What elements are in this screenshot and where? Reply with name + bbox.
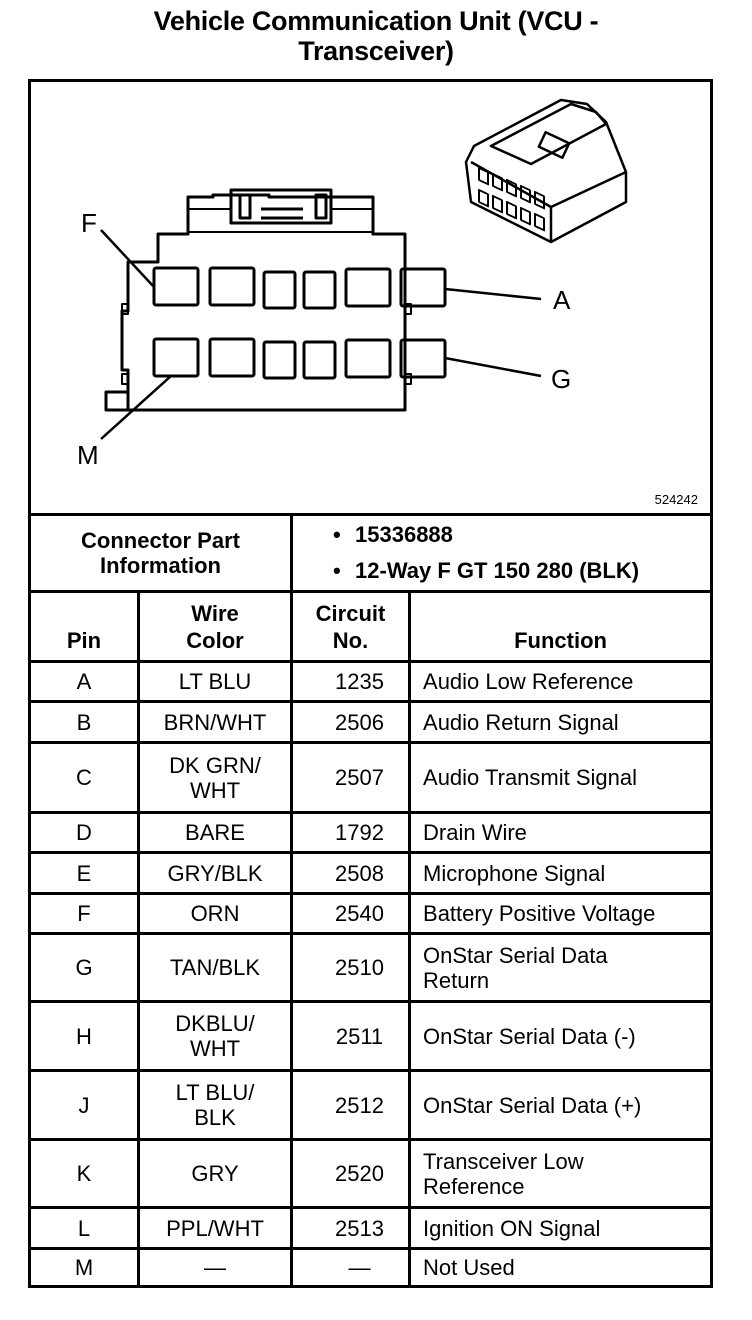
circuit-cell: 2506 [290, 700, 412, 744]
pin-cell: D [28, 811, 140, 854]
function-cell: Not Used [408, 1247, 714, 1288]
header-circuit: Circuit No. [290, 590, 412, 663]
pin-cell: E [28, 851, 140, 895]
function-cell: OnStar Serial Data (-) [408, 1000, 714, 1072]
connector-type: •12-Way F GT 150 280 (BLK) [333, 558, 640, 583]
label-g: G [551, 364, 571, 394]
circuit-cell: 2512 [290, 1069, 412, 1141]
circuit-cell: 1792 [290, 811, 412, 854]
connector-info-row: Connector Part Information •15336888 •12… [27, 513, 714, 593]
pin-cell: K [28, 1138, 140, 1209]
wire-color-cell: BRN/WHT [136, 700, 294, 744]
pin-cell: G [28, 932, 140, 1003]
pin-cell: A [28, 660, 140, 703]
circuit-cell: 2540 [290, 892, 412, 935]
wire-color-cell: ORN [136, 892, 294, 935]
function-cell: Battery Positive Voltage [408, 892, 714, 935]
part-number: •15336888 [333, 522, 453, 547]
pin-cell: M [28, 1247, 140, 1288]
label-f: F [81, 208, 97, 238]
circuit-cell: 2507 [290, 741, 412, 814]
pin-cell: B [28, 700, 140, 744]
function-cell: OnStar Serial Data (+) [408, 1069, 714, 1141]
wire-color-cell: LT BLU [136, 660, 294, 703]
header-function: Function [408, 590, 714, 663]
wire-color-cell: DK GRN/WHT [136, 741, 294, 814]
header-wire-color: Wire Color [136, 590, 294, 663]
label-m: M [77, 440, 99, 470]
header-pin: Pin [28, 590, 140, 663]
pin-cell: F [28, 892, 140, 935]
table-header-row: Pin Wire Color Circuit No. Function [28, 590, 714, 663]
function-cell: Ignition ON Signal [408, 1206, 714, 1250]
circuit-cell: 2511 [290, 1000, 412, 1072]
wire-color-cell: LT BLU/BLK [136, 1069, 294, 1141]
wire-color-cell: — [136, 1247, 294, 1288]
connector-info-values: •15336888 •12-Way F GT 150 280 (BLK) [290, 513, 714, 593]
wire-color-cell: BARE [136, 811, 294, 854]
title-line-2: Transceiver) [298, 36, 454, 66]
circuit-cell: 1235 [290, 660, 412, 703]
wire-color-cell: DKBLU/WHT [136, 1000, 294, 1072]
circuit-cell: 2510 [290, 932, 412, 1003]
page-title: Vehicle Communication Unit (VCU - Transc… [0, 6, 752, 66]
pin-cell: C [28, 741, 140, 814]
table-row: M——Not Used [28, 1247, 714, 1288]
figure-id: 524242 [654, 492, 698, 507]
circuit-cell: — [290, 1247, 412, 1288]
function-cell: Audio Return Signal [408, 700, 714, 744]
pin-cell: H [28, 1000, 140, 1072]
pinout-table: Connector Part Information •15336888 •12… [27, 513, 714, 1288]
label-a: A [553, 285, 571, 315]
wire-color-cell: GRY [136, 1138, 294, 1209]
function-cell: Microphone Signal [408, 851, 714, 895]
wire-color-cell: GRY/BLK [136, 851, 294, 895]
circuit-cell: 2508 [290, 851, 412, 895]
circuit-cell: 2513 [290, 1206, 412, 1250]
function-cell: Drain Wire [408, 811, 714, 854]
circuit-cell: 2520 [290, 1138, 412, 1209]
function-cell: Audio Low Reference [408, 660, 714, 703]
connector-diagram: F A M G 524242 [28, 79, 713, 513]
pin-cell: J [28, 1069, 140, 1141]
connector-face-icon: F A M G [77, 98, 628, 470]
function-cell: Audio Transmit Signal [408, 741, 714, 814]
connector-info-label: Connector Part Information [27, 513, 294, 593]
pin-cell: L [28, 1206, 140, 1250]
connector-isometric-icon [464, 98, 628, 244]
title-line-1: Vehicle Communication Unit (VCU - [153, 6, 599, 36]
wire-color-cell: TAN/BLK [136, 932, 294, 1003]
wire-color-cell: PPL/WHT [136, 1206, 294, 1250]
